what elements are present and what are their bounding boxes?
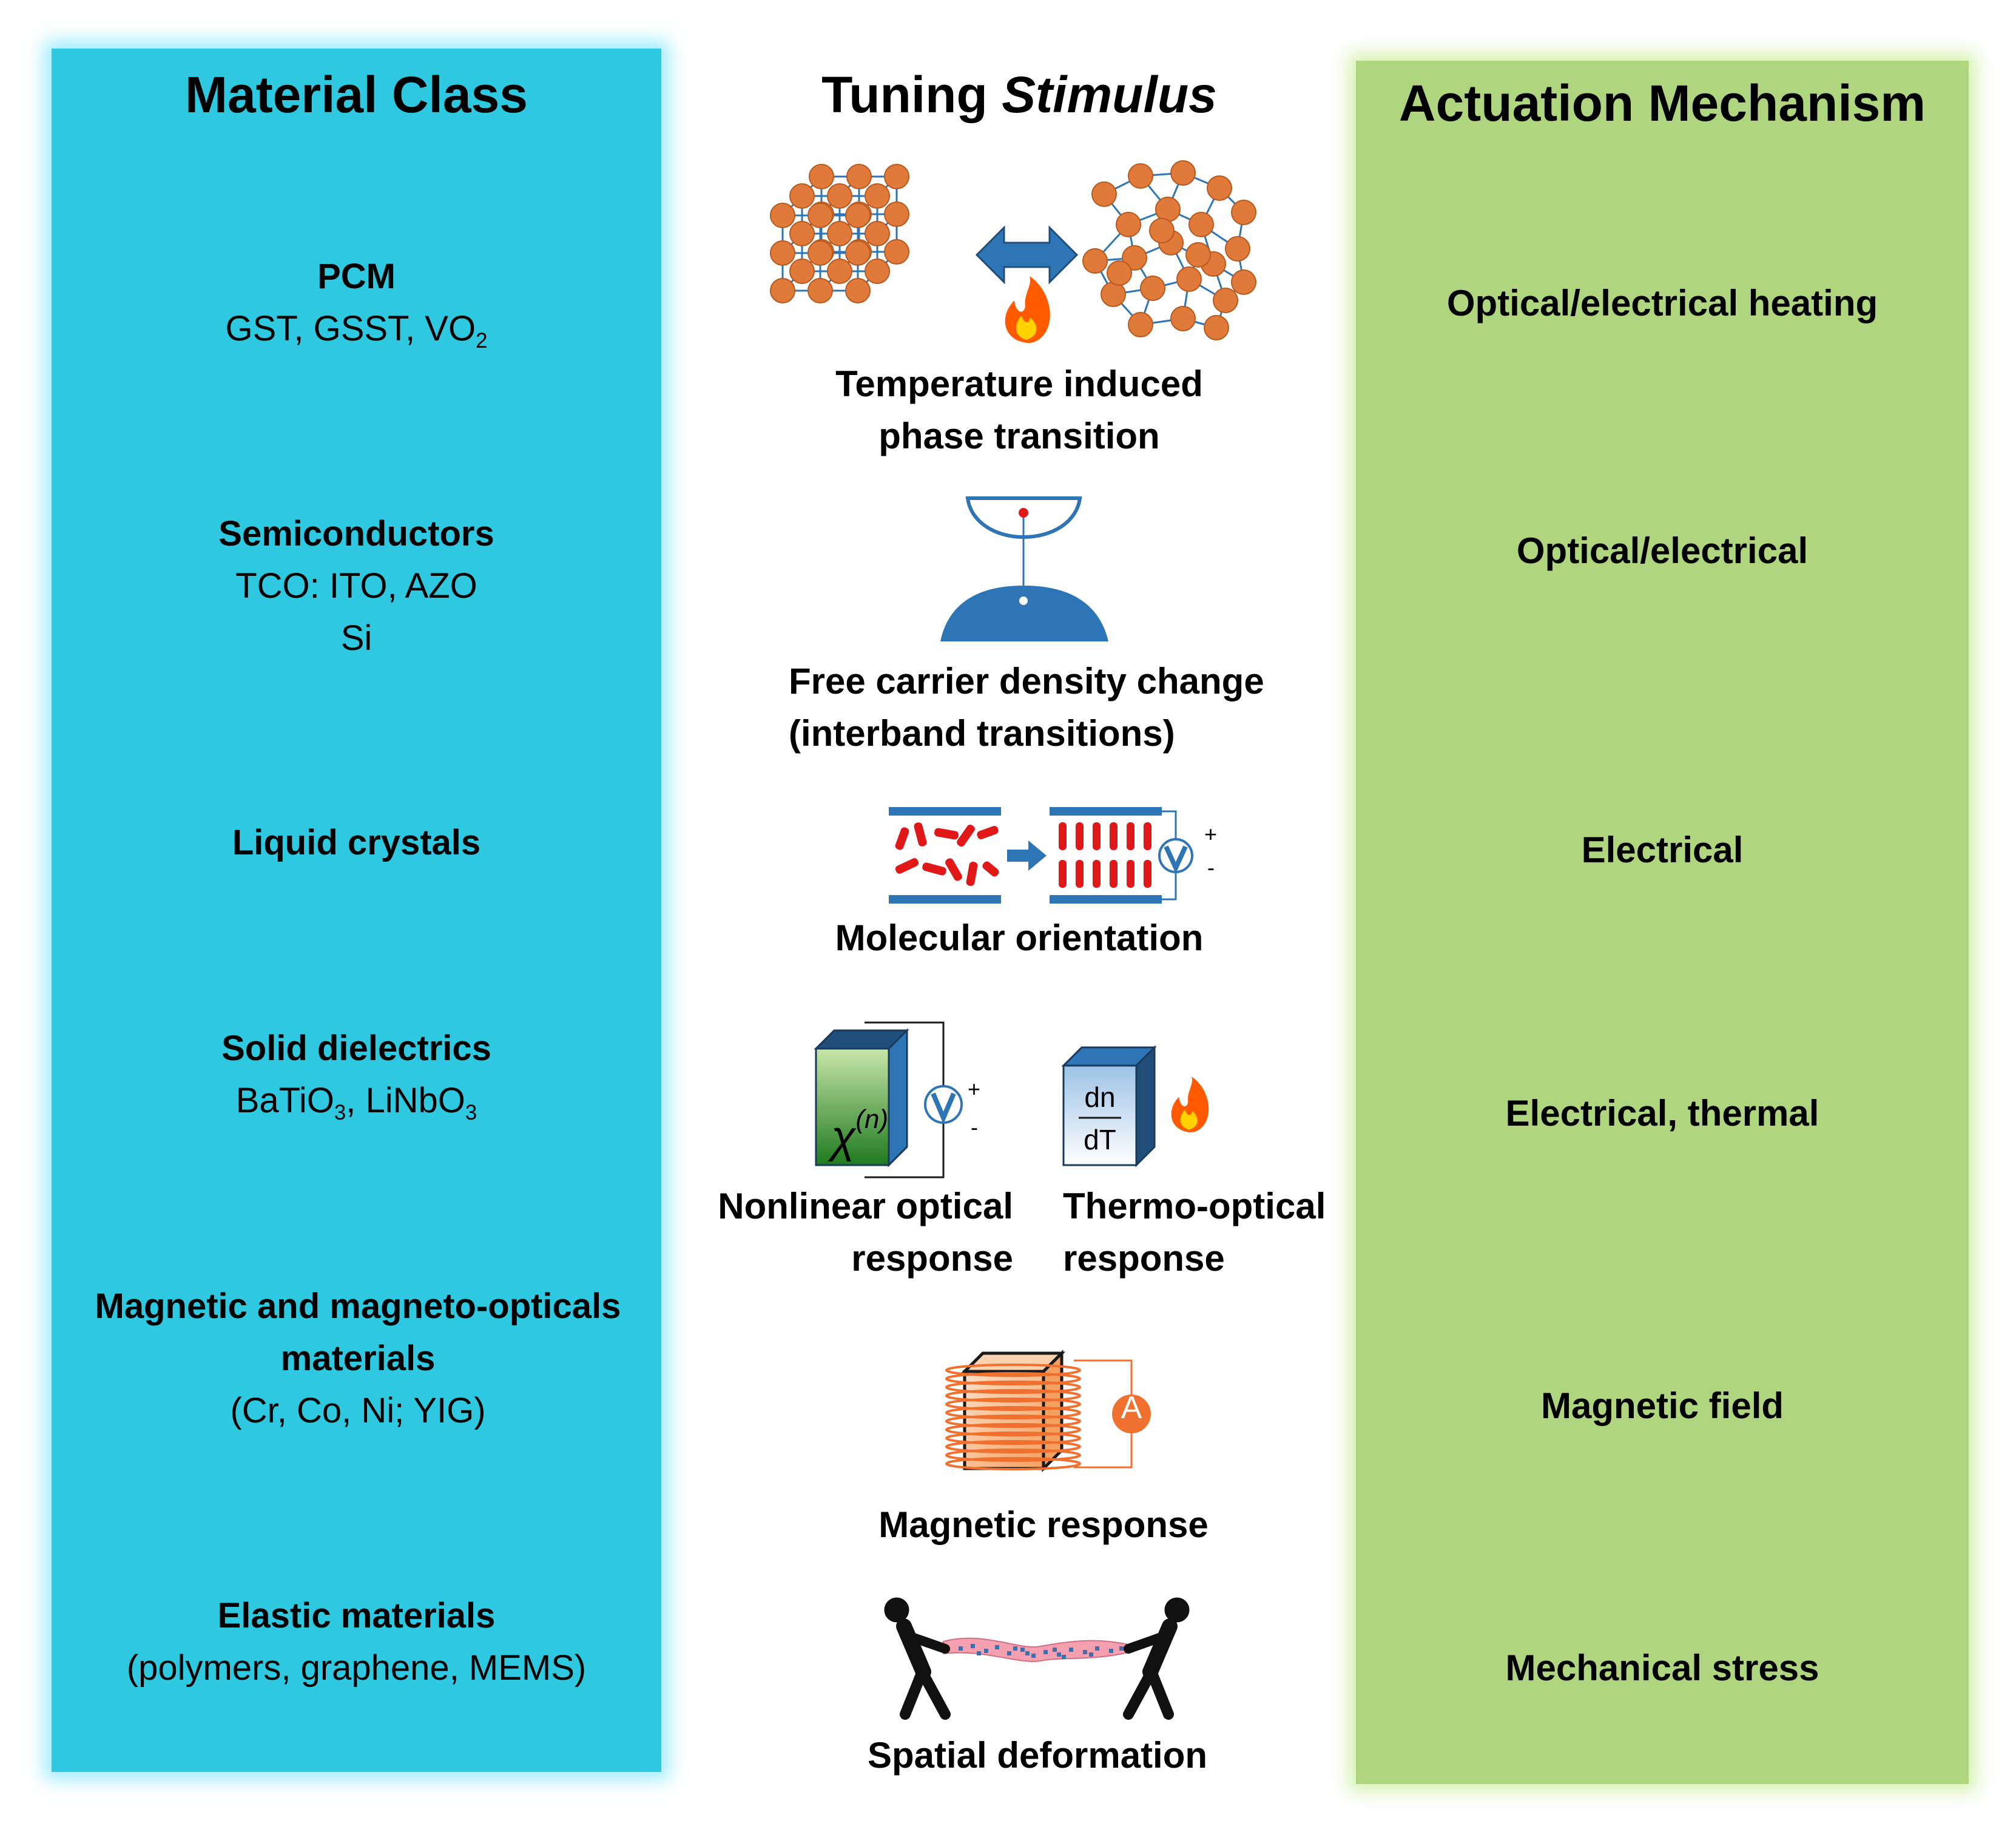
material-name: Elastic materials bbox=[217, 1596, 496, 1635]
stimulus-label-nonlinear: Nonlinear optical response bbox=[718, 1186, 1013, 1279]
stimulus-label-phase-transition: Temperature induced phase transition bbox=[835, 363, 1203, 456]
material-examples: (Cr, Co, Ni; YIG) bbox=[230, 1391, 486, 1430]
actuation-mechanical-stress: Mechanical stress bbox=[1505, 1648, 1819, 1688]
material-examples: GST, GSST, VO2 bbox=[225, 309, 488, 353]
nl-minus: - bbox=[971, 1115, 978, 1140]
double-arrow-icon bbox=[975, 225, 1079, 285]
lc-plus: + bbox=[1204, 822, 1218, 847]
sheet-dots bbox=[959, 1644, 1124, 1659]
material-name: Semiconductors bbox=[218, 514, 494, 553]
band-diagram-icon bbox=[940, 496, 1108, 641]
actuation-optical-electrical-heating: Optical/electrical heating bbox=[1446, 283, 1878, 323]
coil-turns bbox=[945, 1364, 1081, 1470]
phase-transition-illustration bbox=[770, 160, 1256, 343]
material-magnetic: Magnetic and magneto-opticals materials … bbox=[18, 1280, 698, 1437]
material-examples: BaTiO3, LiNbO3 bbox=[235, 1081, 477, 1125]
tuning-word: Tuning bbox=[821, 66, 988, 123]
material-name: Liquid crystals bbox=[232, 823, 481, 862]
voltmeter-icon bbox=[924, 1085, 963, 1124]
material-examples: (polymers, graphene, MEMS) bbox=[126, 1648, 587, 1688]
stimulus-label-magnetic-response: Magnetic response bbox=[878, 1504, 1209, 1545]
fire-icon bbox=[1171, 1077, 1209, 1133]
material-name: PCM bbox=[317, 257, 396, 296]
actuation-magnetic-field: Magnetic field bbox=[1540, 1385, 1784, 1426]
material-examples: Si bbox=[340, 618, 373, 658]
actuation-optical-electrical: Optical/electrical bbox=[1516, 530, 1809, 571]
voltmeter-icon bbox=[1158, 838, 1193, 874]
material-elastic: Elastic materials (polymers, graphene, M… bbox=[52, 1590, 661, 1694]
actuation-electrical-thermal: Electrical, thermal bbox=[1505, 1093, 1819, 1134]
lc-minus: - bbox=[1207, 855, 1215, 880]
material-solid-dielectrics: Solid dielectrics BaTiO3, LiNbO3 bbox=[52, 1023, 661, 1127]
tuning-stimulus-title: Tuning Stimulus bbox=[716, 66, 1323, 124]
nl-plus: + bbox=[968, 1077, 981, 1101]
stimulus-word: Stimulus bbox=[1002, 66, 1217, 123]
actuation-mechanism-title: Actuation Mechanism bbox=[1398, 75, 1926, 132]
material-name: materials bbox=[280, 1339, 436, 1378]
stimulus-label-molecular-orientation: Molecular orientation bbox=[835, 918, 1204, 958]
liquid-crystal-cell-icon bbox=[889, 807, 1193, 904]
material-semiconductors: Semiconductors TCO: ITO, AZO Si bbox=[52, 508, 661, 664]
stimulus-label-free-carrier: Free carrier density change (interband t… bbox=[789, 661, 1264, 754]
material-class-panel bbox=[52, 49, 661, 1772]
chi-symbol: χ(n) bbox=[831, 1104, 889, 1162]
ammeter-symbol: A bbox=[1121, 1390, 1142, 1425]
ammeter-icon bbox=[1112, 1395, 1151, 1433]
amorphous-lattice-icon bbox=[1082, 160, 1256, 340]
dT-label: dT bbox=[1084, 1124, 1116, 1155]
actuation-electrical: Electrical bbox=[1581, 830, 1744, 870]
stimulus-label-thermo-optical: Thermo-optical response bbox=[1063, 1186, 1326, 1279]
material-name: Solid dielectrics bbox=[221, 1029, 491, 1068]
solenoid-coil-icon bbox=[945, 1349, 1151, 1473]
stretching-people-icon bbox=[884, 1597, 1190, 1720]
fire-icon bbox=[1005, 276, 1050, 343]
material-class-title: Material Class bbox=[185, 66, 528, 123]
thermo-optic-block-icon bbox=[1061, 1045, 1157, 1168]
material-examples: TCO: ITO, AZO bbox=[235, 566, 477, 606]
stimulus-label-spatial-deformation: Spatial deformation bbox=[867, 1735, 1208, 1776]
actuation-mechanism-panel bbox=[1356, 61, 1969, 1784]
crystal-lattice-icon bbox=[770, 164, 909, 303]
material-name: Magnetic and magneto-opticals bbox=[95, 1286, 621, 1326]
material-pcm: PCM GST, GSST, VO2 bbox=[52, 251, 661, 355]
dn-label: dn bbox=[1084, 1081, 1116, 1113]
material-liquid-crystals: Liquid crystals bbox=[52, 817, 661, 869]
nonlinear-crystal-icon bbox=[814, 1021, 963, 1178]
